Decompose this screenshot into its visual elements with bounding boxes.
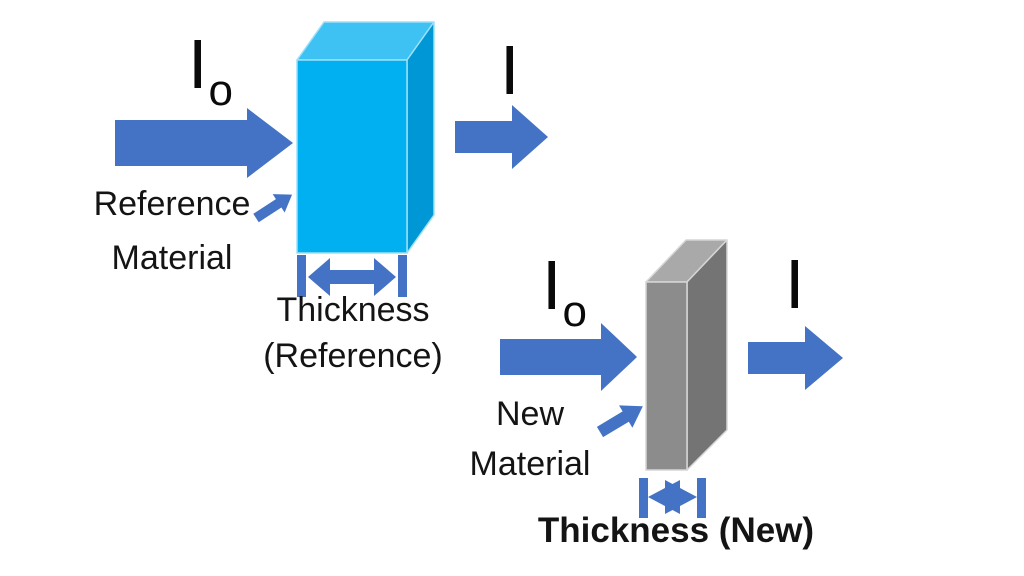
new-box-front-face	[645, 281, 688, 471]
new-incident-arrow	[500, 323, 637, 391]
beam-symbol: I	[542, 246, 562, 324]
reference-thickness-double-arrow	[308, 258, 396, 296]
beam-subscript: o	[208, 66, 233, 115]
new-transmitted-beam-label: I	[785, 249, 804, 319]
reference-material-label: Reference Material	[52, 177, 292, 285]
reference-box-front-face	[296, 59, 408, 254]
reference-pointer-arrow	[253, 194, 293, 223]
new-transmitted-arrow	[748, 326, 843, 390]
new-thickness-tick-right	[697, 478, 706, 518]
reference-thickness-label-line1: Thickness	[276, 291, 430, 329]
beam-symbol: I	[188, 25, 208, 103]
new-thickness-label-text: Thickness (New)	[537, 511, 815, 550]
new-material-label: New Material	[420, 389, 640, 489]
new-pointer-arrow	[596, 405, 643, 438]
reference-thickness-tick-right	[398, 255, 407, 297]
new-incident-beam-label: Io	[542, 250, 587, 334]
new-thickness-label: Thickness (New)	[521, 507, 831, 555]
beam-symbol: I	[785, 245, 805, 323]
reference-thickness-label-line2: (Reference)	[263, 337, 443, 375]
reference-thickness-tick-left	[297, 255, 306, 297]
reference-thickness-label: Thickness (Reference)	[233, 287, 473, 379]
reference-box-side-face	[406, 21, 435, 254]
new-thickness-tick-left	[639, 478, 648, 518]
reference-incident-beam-label: Io	[188, 29, 233, 113]
reference-material-label-line1: Reference	[93, 185, 251, 223]
new-thickness-arrow-right-head	[665, 480, 697, 514]
reference-incident-arrow	[115, 108, 293, 178]
beam-symbol: I	[500, 31, 520, 109]
new-material-label-line2: Material	[469, 445, 591, 483]
reference-transmitted-beam-label: I	[500, 35, 519, 105]
reference-material-label-line2: Material	[111, 239, 233, 277]
reference-transmitted-arrow	[455, 105, 548, 169]
new-material-label-line1: New	[495, 395, 565, 433]
beam-subscript: o	[562, 287, 587, 336]
